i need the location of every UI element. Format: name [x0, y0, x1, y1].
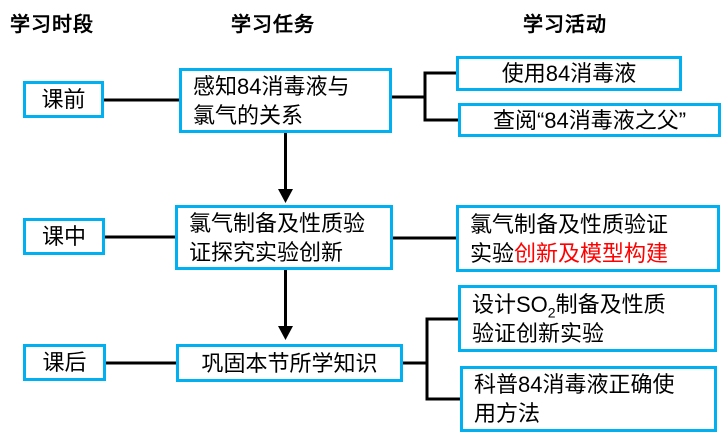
task-box-perceive-84: 感知84消毒液与 氯气的关系 — [179, 68, 392, 133]
task-box-chlorine-experiment: 氯气制备及性质验 证探究实验创新 — [175, 205, 393, 270]
activity-line: 用方法 — [474, 401, 541, 426]
stage-label: 课中 — [41, 224, 86, 249]
activity-line: 科普84消毒液正确使 — [474, 372, 675, 397]
so2-subscript: 2 — [547, 303, 556, 320]
stage-box-in-class: 课中 — [23, 218, 105, 255]
task-line: 氯气的关系 — [193, 102, 304, 128]
stage-label: 课前 — [41, 87, 86, 112]
activity-label: 查阅“84消毒液之父” — [492, 107, 687, 133]
activity-label: 使用84消毒液 — [501, 61, 637, 86]
column-header-activity: 学习活动 — [523, 14, 607, 36]
task-line: 巩固本节所学知识 — [201, 350, 378, 376]
stage-box-after-class: 课后 — [23, 344, 106, 381]
stage-label: 课后 — [42, 350, 87, 375]
flow-arrow-2-head — [278, 326, 293, 340]
activity-box-use-84: 使用84消毒液 — [456, 56, 682, 91]
activity-box-popsci-84: 科普84消毒液正确使 用方法 — [460, 366, 717, 432]
bracket-row1 — [423, 71, 458, 122]
activity-line: 氯气制备及性质验证 — [470, 211, 669, 237]
activity-line: 实验创新及模型构建 — [470, 239, 668, 268]
column-header-period: 学习时段 — [10, 14, 94, 36]
task-line: 证探究实验创新 — [189, 239, 344, 265]
activity-line: 设计SO2制备及性质 — [472, 290, 666, 319]
activity-text-red-highlight: 创新及模型构建 — [514, 240, 669, 266]
flow-arrow-1-head — [278, 189, 293, 203]
so2-text-pre: 设计SO — [472, 291, 548, 317]
stage-box-before-class: 课前 — [23, 81, 104, 118]
activity-box-chlorine-model: 氯气制备及性质验证 实验创新及模型构建 — [456, 205, 720, 272]
so2-text-post: 制备及性质 — [555, 291, 666, 317]
task-box-consolidate: 巩固本节所学知识 — [176, 344, 403, 382]
task-line: 感知84消毒液与 — [193, 73, 350, 99]
task-line: 氯气制备及性质验 — [189, 210, 366, 236]
bracket-row3 — [425, 317, 460, 401]
activity-text-black: 实验 — [470, 240, 515, 266]
activity-line: 验证创新实验 — [472, 320, 605, 346]
activity-box-lookup-84-father: 查阅“84消毒液之父” — [458, 103, 721, 137]
column-header-task: 学习任务 — [231, 14, 315, 36]
activity-box-design-so2: 设计SO2制备及性质 验证创新实验 — [458, 285, 717, 352]
